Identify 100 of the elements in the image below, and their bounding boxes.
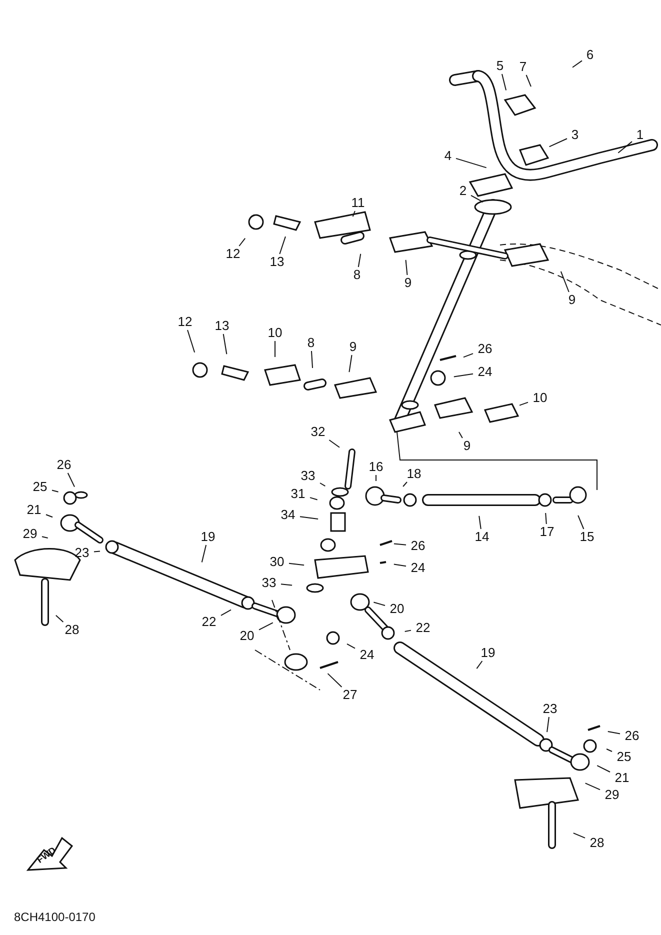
callout-number: 11 — [351, 196, 365, 210]
callout-number: 7 — [519, 60, 527, 74]
callout-number: 9 — [349, 340, 357, 354]
callout-number: 3 — [571, 128, 579, 142]
leader-line — [618, 141, 632, 154]
leader-line — [560, 270, 570, 292]
callout-number: 15 — [580, 530, 594, 544]
leader-line — [519, 402, 528, 406]
callout-number: 32 — [310, 425, 326, 439]
leader-line — [42, 536, 48, 538]
leader-line — [526, 74, 532, 88]
callout-number: 9 — [463, 439, 471, 453]
leader-line — [458, 431, 463, 438]
leader-line — [478, 515, 482, 530]
leader-line — [187, 330, 196, 353]
callout-number: 13 — [214, 319, 230, 333]
leader-line — [476, 660, 483, 670]
callout-number: 6 — [586, 48, 594, 62]
callout-number: 26 — [56, 458, 72, 472]
leader-line — [280, 584, 293, 586]
callout-number: 22 — [416, 621, 430, 635]
leader-line — [258, 622, 274, 630]
callout-number: 25 — [616, 750, 632, 764]
callout-number: 19 — [200, 530, 216, 544]
callout-number: 29 — [22, 527, 38, 541]
leader-line — [572, 60, 582, 68]
leader-line — [201, 544, 207, 563]
callout-number: 12 — [178, 315, 192, 329]
callout-number: 26 — [410, 539, 426, 553]
leader-line — [320, 482, 326, 487]
callout-number: 16 — [368, 460, 384, 474]
leader-line — [55, 614, 64, 622]
leader-line — [220, 609, 232, 616]
leader-line — [548, 138, 568, 148]
callout-number: 25 — [32, 480, 48, 494]
leader-line — [404, 630, 412, 632]
callout-number: 19 — [480, 646, 496, 660]
leader-line — [358, 253, 362, 268]
leader-line — [327, 673, 342, 688]
leader-line — [279, 236, 286, 254]
leader-line — [373, 602, 386, 606]
callout-number: 24 — [410, 561, 426, 575]
callout-number: 5 — [496, 59, 504, 73]
leader-line — [67, 472, 76, 488]
callout-number: 28 — [64, 623, 80, 637]
leader-line — [470, 194, 484, 203]
callout-number: 1 — [636, 128, 644, 142]
callout-number: 23 — [542, 702, 558, 716]
leader-line — [606, 748, 612, 752]
callout-number: 9 — [568, 293, 576, 307]
leader-line — [456, 158, 487, 168]
leader-line — [328, 440, 340, 448]
leader-line — [578, 514, 584, 530]
callout-number: 26 — [478, 342, 492, 356]
callout-number: 26 — [624, 729, 640, 743]
leader-line — [584, 782, 600, 790]
callout-number: 4 — [444, 149, 452, 163]
leader-line — [238, 238, 246, 246]
leader-line — [222, 334, 228, 355]
leader-line — [346, 643, 356, 649]
callout-number: 21 — [614, 771, 630, 785]
leader-line — [348, 354, 352, 373]
drawing-number: 8CH4100-0170 — [14, 910, 96, 924]
callout-number: 2 — [459, 184, 467, 198]
callout-number: 17 — [540, 525, 554, 539]
leader-line — [288, 562, 305, 566]
callout-number: 22 — [202, 615, 216, 629]
callout-number: 9 — [404, 276, 412, 290]
callout-number: 34 — [280, 508, 296, 522]
leader-line — [462, 353, 474, 358]
callout-number: 8 — [353, 268, 361, 282]
callout-number: 12 — [226, 247, 240, 261]
leader-line — [545, 512, 547, 524]
callout-number: 20 — [390, 602, 404, 616]
leader-line — [502, 74, 507, 91]
leader-line — [453, 373, 474, 378]
leader-line — [393, 543, 406, 546]
leader-line — [274, 340, 276, 358]
callout-number: 27 — [342, 688, 358, 702]
callout-number: 21 — [26, 503, 42, 517]
callout-number: 8 — [307, 336, 315, 350]
callout-number: 33 — [300, 469, 316, 483]
callout-number: 28 — [590, 836, 604, 850]
callout-number: 31 — [290, 487, 306, 501]
callout-number: 10 — [268, 326, 282, 340]
leader-line — [310, 350, 314, 369]
callout-number: 18 — [406, 467, 422, 481]
leader-line — [596, 765, 610, 772]
callout-number: 20 — [240, 629, 254, 643]
callout-number: 24 — [478, 365, 492, 379]
leader-line — [94, 550, 100, 552]
callout-number: 14 — [474, 530, 490, 544]
leader-line — [402, 482, 408, 488]
callout-number: 23 — [74, 546, 90, 560]
leader-line — [52, 490, 59, 492]
leader-line — [393, 564, 406, 567]
callout-number: 33 — [262, 576, 276, 590]
callout-number: 30 — [270, 555, 284, 569]
callout-number: 24 — [360, 648, 374, 662]
callout-number: 13 — [270, 255, 284, 269]
